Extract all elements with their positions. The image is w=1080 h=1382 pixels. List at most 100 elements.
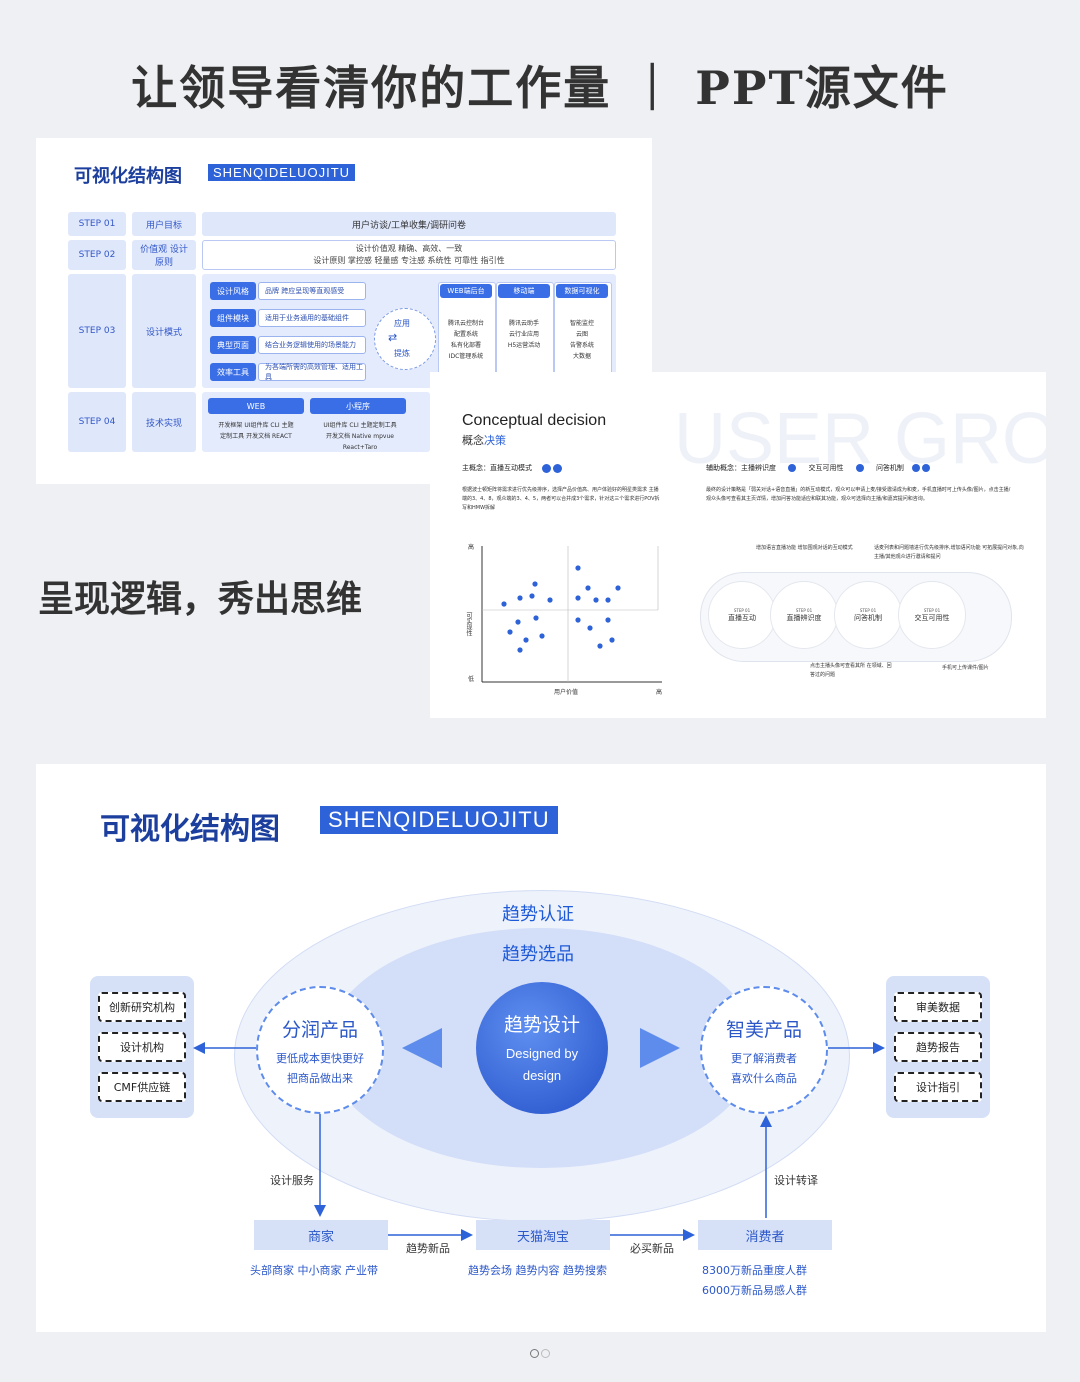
arrow-label-1: 趋势新品	[406, 1242, 450, 1255]
flow-name: 直播互动	[728, 613, 756, 622]
platform-col-1-head: WEB端后台	[440, 284, 492, 298]
step-04-label: STEP 04	[68, 392, 126, 452]
step-02-line1: 设计价值观 精确、高效、一致	[355, 244, 463, 253]
platform-col-2	[496, 282, 554, 384]
col1-line: 腾讯云控制台	[447, 320, 484, 327]
tech-web-line: 开发框架 UI组件库 CLI 主题	[218, 422, 294, 429]
flow-name: 问答机制	[854, 613, 882, 622]
card3-heading-cn: 可视化结构图	[100, 812, 280, 847]
flow-step: STEP 01	[733, 607, 751, 613]
mode-tag-3: 典型页面	[210, 336, 256, 354]
arrow-label-2: 必买新品	[630, 1242, 674, 1255]
aux-concept-label: 辅助概念：主播辨识度	[706, 464, 776, 472]
tech-web-head: WEB	[208, 398, 304, 414]
tech-web-line: 定制工具 开发文档 REACT	[220, 433, 292, 440]
concept-title-cn-b: 决策	[484, 434, 506, 447]
exchange-arrow-icon: ⇄	[388, 331, 398, 344]
left-circle-sub1: 更低成本更快更好	[276, 1051, 364, 1065]
col1-line: IDC管理系统	[448, 353, 484, 360]
note-top-right: 话麦列表和问题墙进行优先级排序,增加语问功能 可拓展提问对象,向主播/其他观众进…	[874, 545, 1024, 560]
flow-step: STEP 01	[859, 607, 877, 613]
right-circle-sub1: 更了解消费者	[731, 1051, 797, 1065]
col2-line: 云行业应用	[508, 331, 539, 338]
pager-dot-active[interactable]	[530, 1349, 539, 1358]
mode-desc-1: 品牌 跨应呈现等直观感受	[258, 282, 366, 300]
left-box-3: CMF供应链	[98, 1072, 186, 1102]
left-circle: 分润产品 更低成本更快更好 把商品做出来	[256, 986, 384, 1114]
tech-mini-line: 开发文档 Native mpvue React+Taro	[326, 433, 394, 451]
flow-step: STEP 01	[923, 607, 941, 613]
col3-line: 云图	[575, 331, 588, 338]
flow-step: STEP 01	[795, 607, 813, 613]
structure-card-1: 可视化结构图 SHENQIDELUOJITU STEP 01 用户目标 用户访谈…	[36, 138, 652, 484]
apply-label: 应用	[394, 319, 410, 328]
concept-title-cn: 概念决策	[462, 432, 506, 448]
aux-item: 问答机制	[875, 464, 904, 472]
step-01-name: 用户目标	[132, 212, 196, 236]
apply-extract-circle	[374, 308, 436, 370]
scatter-points	[501, 565, 621, 653]
main-concept-label: 主概念：直播互动模式	[462, 464, 532, 472]
aux-desc: 最终的设计策略是「弱关对话+语音直播」的新互动模式，观众可以申请上麦/接受邀请成…	[706, 487, 1011, 502]
platform-col-1	[438, 282, 496, 384]
left-circle-title: 分润产品	[281, 1018, 358, 1041]
card3-heading-en: SHENQIDELUOJITU	[320, 806, 558, 834]
aux-item: 交互可用性	[808, 464, 844, 472]
col1-line: 私有化部署	[450, 342, 481, 349]
tech-mini-head: 小程序	[310, 398, 406, 414]
flow-box-consumer: 消费者	[698, 1220, 832, 1250]
card1-heading-cn: 可视化结构图	[74, 166, 182, 187]
right-circle: 智美产品 更了解消费者 喜欢什么商品	[700, 986, 828, 1114]
col1-line: 配置系统	[453, 331, 478, 338]
step-04-name: 技术实现	[132, 392, 196, 452]
badge-icon	[922, 464, 931, 472]
right-circle-title: 智美产品	[725, 1018, 802, 1041]
flow-box-merchant: 商家	[254, 1220, 388, 1250]
col3-line: 大数据	[572, 353, 591, 360]
x-axis-label: 用户价值	[554, 689, 579, 696]
col2-line: 腾讯云助手	[508, 320, 539, 327]
center-circle: 趋势设计 Designed by design	[476, 982, 608, 1114]
x-axis-high: 高	[656, 689, 663, 696]
right-box-1: 审美数据	[894, 992, 982, 1022]
step-01-label: STEP 01	[68, 212, 126, 236]
main-concept: 主概念：直播互动模式	[462, 463, 563, 473]
col3-line: 智能监控	[569, 320, 594, 327]
value-matrix	[481, 546, 662, 683]
badge-icon	[912, 464, 921, 472]
mode-tag-4: 效率工具	[210, 363, 256, 381]
tmall-desc: 趋势会场 趋势内容 趋势搜索	[468, 1264, 607, 1277]
flow-circle-2: STEP 01 直播辨识度	[770, 581, 838, 649]
pager-dot[interactable]	[541, 1349, 550, 1358]
flow-box-tmall: 天猫淘宝	[476, 1220, 610, 1250]
step-02-label: STEP 02	[68, 240, 126, 270]
platform-col-3-text: 智能监控 云图 告警系统 大数据	[556, 318, 608, 362]
mode-tag-1: 设计风格	[210, 282, 256, 300]
connector-lines	[193, 1042, 885, 1241]
col3-line: 告警系统	[569, 342, 594, 349]
left-circle-sub2: 把商品做出来	[287, 1071, 353, 1085]
center-title: 趋势设计	[503, 1013, 580, 1036]
note-bottom-right: 手机可上传课件/图片	[942, 665, 989, 671]
structure-card-2: 可视化结构图 SHENQIDELUOJITU 趋势认证 趋势选品 趋势设计 De…	[36, 764, 1046, 1332]
step-03-name: 设计模式	[132, 274, 196, 388]
concept-card: USER GRO Conceptual decision 概念决策 主概念：直播…	[430, 372, 1046, 718]
tech-mini-text: UI组件库 CLI 主题定制工具 开发文档 Native mpvue React…	[310, 420, 410, 453]
flow-name: 直播辨识度	[786, 613, 822, 622]
right-arrow-icon	[640, 1028, 680, 1068]
step-01-content: 用户访谈/工单收集/调研问卷	[202, 212, 616, 236]
badge-icon	[788, 464, 797, 472]
badge-icon	[855, 464, 864, 472]
consumer-desc-2: 6000万新品易感人群	[702, 1284, 807, 1297]
right-box-3: 设计指引	[894, 1072, 982, 1102]
step-02-line2: 设计原则 掌控感 轻量感 专注感 系统性 可靠性 指引性	[313, 256, 505, 265]
center-sub: Designed by design	[505, 1045, 579, 1083]
right-box-2: 趋势报告	[894, 1032, 982, 1062]
aux-concept: 辅助概念：主播辨识度 交互可用性 问答机制	[706, 463, 931, 473]
transfer-label: 设计转译	[774, 1174, 818, 1187]
step-02-name: 价值观 设计原则	[132, 240, 196, 270]
main-desc: 根据波士顿矩阵将需求进行优先级排序，选择产品价值高、用户体验好的明星类需求 主播…	[462, 487, 660, 511]
mode-desc-4: 为各端所需的高效管理、适用工具	[258, 363, 366, 381]
badge-icon	[542, 463, 552, 473]
platform-col-2-text: 腾讯云助手 云行业应用 H5运营活动	[498, 318, 550, 351]
